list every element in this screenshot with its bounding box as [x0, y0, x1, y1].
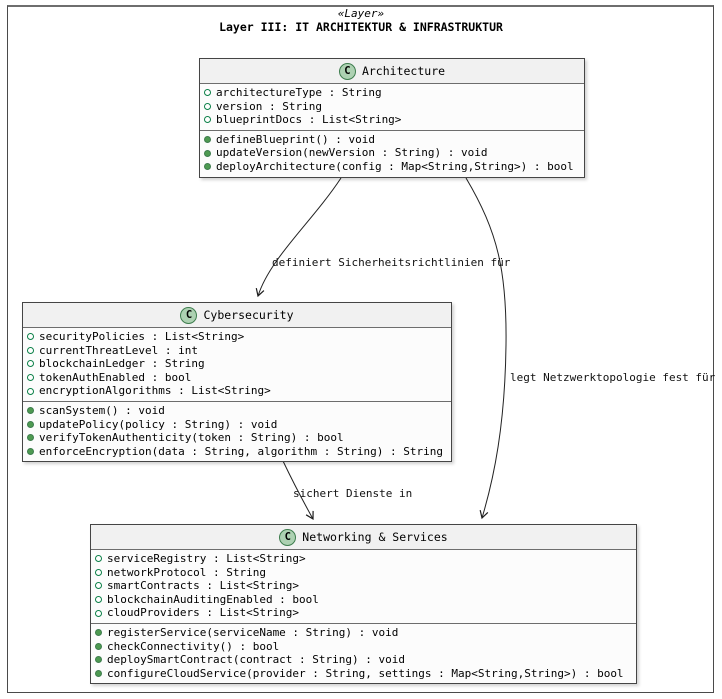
method-row: defineBlueprint() : void — [204, 133, 580, 147]
field-visibility-icon — [95, 596, 102, 604]
method-text: enforceEncryption(data : String, algorit… — [39, 444, 443, 458]
method-row: checkConnectivity() : bool — [95, 640, 632, 654]
attribute-row: blockchainLedger : String — [27, 357, 447, 371]
method-text: verifyTokenAuthenticity(token : String) … — [39, 431, 344, 445]
attribute-row: smartContracts : List<String> — [95, 579, 632, 593]
method-visibility-icon — [95, 642, 102, 650]
method-visibility-icon — [95, 629, 102, 637]
frame-stereotype: «Layer» — [337, 7, 385, 20]
attribute-text: cloudProviders : List<String> — [107, 606, 300, 620]
class-name: Networking & Services — [302, 530, 448, 544]
method-visibility-icon — [204, 163, 211, 171]
method-row: configureCloudService(provider : String,… — [95, 667, 632, 681]
attribute-row: architectureType : String — [204, 86, 580, 100]
method-row: deploySmartContract(contract : String) :… — [95, 653, 632, 667]
class-cybersecurity: C Cybersecurity securityPolicies : List<… — [22, 302, 452, 463]
method-row: enforceEncryption(data : String, algorit… — [27, 445, 447, 459]
attribute-text: securityPolicies : List<String> — [39, 330, 245, 343]
method-visibility-icon — [27, 420, 34, 428]
attribute-row: currentThreatLevel : int — [27, 344, 447, 358]
field-visibility-icon — [27, 374, 34, 382]
attributes-section: serviceRegistry : List<String> networkPr… — [91, 550, 636, 623]
method-visibility-icon — [95, 656, 102, 664]
class-icon: C — [180, 306, 198, 324]
field-visibility-icon — [27, 346, 34, 354]
method-row: updatePolicy(policy : String) : void — [27, 418, 447, 432]
attribute-row: cloudProviders : List<String> — [95, 606, 632, 620]
field-visibility-icon — [27, 360, 34, 368]
method-visibility-icon — [27, 407, 34, 415]
attributes-section: architectureType : String version : Stri… — [200, 84, 584, 130]
attribute-text: networkProtocol : String — [107, 565, 266, 579]
attribute-text: encryptionAlgorithms : List<String> — [39, 384, 271, 398]
attribute-row: encryptionAlgorithms : List<String> — [27, 384, 447, 398]
field-visibility-icon — [95, 582, 102, 590]
class-icon: C — [279, 528, 297, 546]
attribute-text: blockchainAuditingEnabled : bool — [107, 592, 319, 606]
method-text: updatePolicy(policy : String) : void — [39, 417, 278, 431]
method-text: configureCloudService(provider : String,… — [107, 666, 624, 680]
method-text: deployArchitecture(config : Map<String,S… — [216, 159, 574, 173]
field-visibility-icon — [204, 89, 211, 97]
method-text: checkConnectivity() : bool — [107, 639, 280, 653]
method-visibility-icon — [204, 136, 211, 144]
attribute-text: currentThreatLevel : int — [39, 343, 198, 357]
attribute-text: blockchainLedger : String — [39, 357, 205, 371]
method-visibility-icon — [204, 149, 211, 157]
field-visibility-icon — [204, 116, 211, 124]
class-name: Architecture — [361, 64, 446, 78]
attribute-text: blueprintDocs : List<String> — [216, 113, 402, 127]
class-networking-services: C Networking & Services serviceRegistry … — [90, 524, 637, 685]
method-visibility-icon — [95, 670, 102, 678]
methods-section: registerService(serviceName : String) : … — [91, 622, 636, 684]
attribute-row: blueprintDocs : List<String> — [204, 113, 580, 127]
method-visibility-icon — [27, 448, 34, 456]
class-header: C Architecture — [200, 59, 584, 84]
attribute-row: tokenAuthEnabled : bool — [27, 371, 447, 385]
attributes-section: securityPolicies : List<String> currentT… — [23, 328, 451, 401]
field-visibility-icon — [95, 568, 102, 576]
method-row: verifyTokenAuthenticity(token : String) … — [27, 431, 447, 445]
edge-label-netzwerktopologie: legt Netzwerktopologie fest für — [510, 371, 716, 384]
attribute-text: tokenAuthEnabled : bool — [39, 370, 192, 384]
method-row: deployArchitecture(config : Map<String,S… — [204, 160, 580, 174]
method-text: registerService(serviceName : String) : … — [107, 625, 399, 639]
attribute-text: architectureType : String — [216, 86, 382, 99]
edge-label-sichert: sichert Dienste in — [293, 487, 413, 500]
method-row: registerService(serviceName : String) : … — [95, 626, 632, 640]
field-visibility-icon — [27, 387, 34, 395]
method-visibility-icon — [27, 434, 34, 442]
attribute-text: version : String — [216, 99, 322, 113]
edge-label-definiert: definiert Sicherheitsrichtlinien für — [272, 256, 511, 269]
attribute-text: serviceRegistry : List<String> — [107, 552, 306, 565]
method-text: updateVersion(newVersion : String) : voi… — [216, 146, 488, 160]
methods-section: defineBlueprint() : void updateVersion(n… — [200, 129, 584, 177]
class-header: C Networking & Services — [91, 525, 636, 550]
attribute-row: version : String — [204, 100, 580, 114]
methods-section: scanSystem() : void updatePolicy(policy … — [23, 400, 451, 462]
field-visibility-icon — [95, 555, 102, 563]
attribute-row: securityPolicies : List<String> — [27, 330, 447, 344]
field-visibility-icon — [27, 333, 34, 341]
method-row: updateVersion(newVersion : String) : voi… — [204, 146, 580, 160]
class-name: Cybersecurity — [203, 308, 294, 322]
method-text: defineBlueprint() : void — [216, 132, 375, 146]
class-header: C Cybersecurity — [23, 303, 451, 328]
class-icon: C — [338, 62, 356, 80]
attribute-text: smartContracts : List<String> — [107, 579, 300, 593]
frame-title: Layer III: IT ARCHITEKTUR & INFRASTRUKTU… — [219, 20, 503, 34]
class-architecture: C Architecture architectureType : String… — [199, 58, 585, 178]
method-row: scanSystem() : void — [27, 404, 447, 418]
attribute-row: blockchainAuditingEnabled : bool — [95, 593, 632, 607]
method-text: deploySmartContract(contract : String) :… — [107, 653, 406, 667]
method-text: scanSystem() : void — [39, 403, 165, 417]
field-visibility-icon — [95, 609, 102, 617]
attribute-row: serviceRegistry : List<String> — [95, 552, 632, 566]
frame-titleblock: «Layer» Layer III: IT ARCHITEKTUR & INFR… — [0, 7, 722, 34]
field-visibility-icon — [204, 102, 211, 110]
attribute-row: networkProtocol : String — [95, 566, 632, 580]
